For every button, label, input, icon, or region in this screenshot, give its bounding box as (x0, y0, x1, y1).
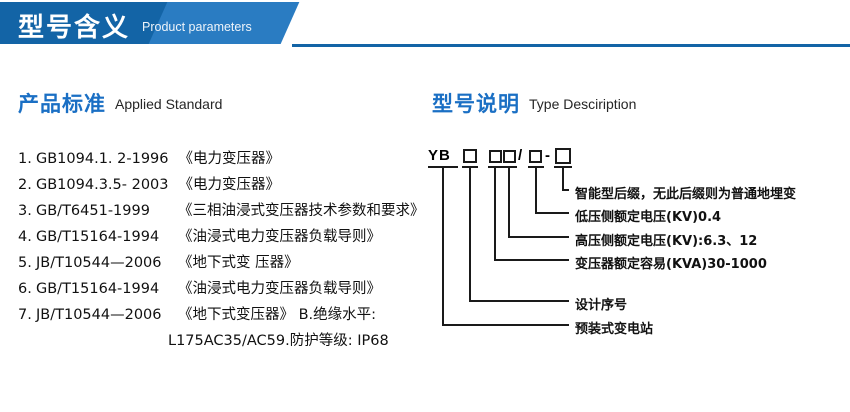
leader-lv (535, 167, 569, 214)
diagram-label-rated-capacity: 变压器额定容易(KVA)30-1000 (575, 257, 767, 272)
list-item-code: GB1094.1. 2-1996 (36, 151, 169, 167)
list-item-name: 《油浸式电力变压器负载导则》 (178, 229, 381, 245)
list-item-name: 《地下式变 压器》 (178, 255, 299, 271)
code-box-5 (555, 148, 571, 164)
leader-serial (469, 167, 569, 302)
right-section-title-cn: 型号说明 (432, 92, 520, 116)
list-item: 1. GB1094.1. 2-1996 《电力变压器》 (18, 146, 438, 172)
list-item-code: GB/T6451-1999 (36, 203, 150, 219)
diagram-label-lv-voltage: 低压侧额定电压(KV)0.4 (575, 210, 722, 225)
list-item-index: 2. (18, 177, 32, 193)
list-item-name: 《油浸式电力变压器负载导则》 (178, 281, 381, 297)
right-section-title-en: Type Desciription (529, 96, 637, 112)
list-item-code: GB1094.3.5- 2003 (36, 177, 169, 193)
list-item-name: 《地下式变压器》 B.绝缘水平: (178, 307, 377, 323)
list-item: 7. JB/T10544—2006 《地下式变压器》 B.绝缘水平: (18, 302, 438, 328)
code-box-3 (503, 150, 516, 163)
header-rule-mask (0, 44, 292, 47)
header-rule (0, 44, 850, 47)
list-item-name: 《电力变压器》 (178, 177, 281, 193)
leader-substation (442, 167, 569, 326)
list-item-index: 4. (18, 229, 32, 245)
list-item-index: 7. (18, 307, 32, 323)
list-item: 4. GB/T15164-1994 《油浸式电力变压器负载导则》 (18, 224, 438, 250)
list-item-code: GB/T15164-1994 (36, 229, 160, 245)
diagram-label-hv-voltage: 高压侧额定电压(KV):6.3、12 (575, 234, 758, 249)
list-item-index: 5. (18, 255, 32, 271)
right-section-title: 型号说明 Type Desciription (432, 88, 636, 118)
list-item: 6. GB/T15164-1994 《油浸式电力变压器负载导则》 (18, 276, 438, 302)
left-section-title-en: Applied Standard (115, 96, 223, 112)
list-item-code: JB/T10544—2006 (36, 255, 162, 271)
diagram-leader-lines (428, 148, 572, 326)
list-item-code: JB/T10544—2006 (36, 307, 162, 323)
model-code-prefix: YB (428, 147, 451, 164)
leader-suffix (562, 167, 569, 191)
list-item-index: 6. (18, 281, 32, 297)
list-item-index: 3. (18, 203, 32, 219)
list-item-name: 《电力变压器》 (178, 151, 281, 167)
list-item-index: 1. (18, 151, 32, 167)
model-code-slash: / (518, 147, 523, 164)
list-item-code: GB/T15164-1994 (36, 281, 160, 297)
list-item-continuation: L175AC35/AC59.防护等级: IP68 (168, 333, 389, 349)
diagram-label-suffix: 智能型后缀，无此后缀则为普通地埋变 (575, 187, 797, 202)
header-title-en: Product parameters (142, 20, 252, 34)
list-item: 3. GB/T6451-1999 《三相油浸式变压器技术参数和要求》 (18, 198, 438, 224)
list-item-name: 《三相油浸式变压器技术参数和要求》 (178, 203, 425, 219)
left-section-title: 产品标准 Applied Standard (18, 88, 222, 118)
standards-list: 1. GB1094.1. 2-1996 《电力变压器》 2. GB1094.3.… (18, 146, 438, 354)
list-item: 5. JB/T10544—2006 《地下式变 压器》 (18, 250, 438, 276)
page-header: 型号含义 Product parameters (0, 0, 850, 50)
diagram-label-design-serial: 设计序号 (575, 298, 628, 313)
left-section-title-cn: 产品标准 (18, 92, 106, 116)
header-title-cn: 型号含义 (18, 13, 131, 43)
code-box-2 (489, 150, 502, 163)
code-box-4 (529, 150, 542, 163)
leader-capacity (494, 167, 569, 261)
code-box-1 (463, 149, 477, 163)
model-code-dash: - (545, 147, 550, 164)
leader-hv (508, 167, 569, 238)
model-code-diagram: YB / - 智能型后缀，无此后缀则为普通地埋变 低压侧额定电压(KV)0.4 … (420, 140, 850, 345)
list-item: 2. GB1094.3.5- 2003 《电力变压器》 (18, 172, 438, 198)
diagram-label-substation-type: 预装式变电站 (575, 322, 654, 337)
